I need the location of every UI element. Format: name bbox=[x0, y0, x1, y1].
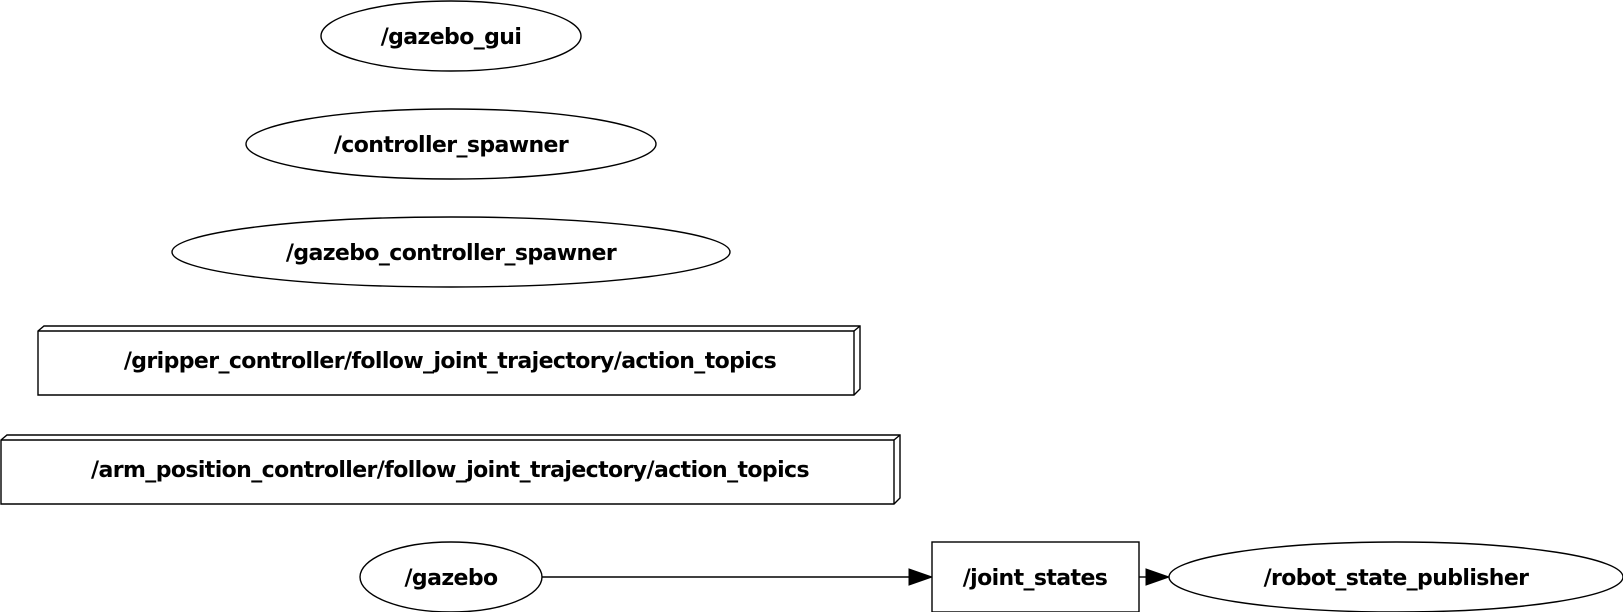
topic-group-gripper-box-corner bbox=[853, 325, 861, 332]
topic-group-gripper-label: /gripper_controller/follow_joint_traject… bbox=[124, 349, 777, 374]
topic-joint-states-shape bbox=[931, 541, 1140, 612]
topic-group-arm-label: /arm_position_controller/follow_joint_tr… bbox=[91, 458, 809, 483]
topic-joint-states[interactable]: /joint_states bbox=[931, 541, 1140, 612]
node-gazebo-controller-spawner-shape bbox=[171, 216, 731, 288]
topic-group-arm-box-3d bbox=[0, 434, 901, 505]
node-gazebo-gui[interactable]: /gazebo_gui bbox=[320, 0, 582, 72]
edge-joint-states-to-robot-state-publisher bbox=[1139, 568, 1171, 586]
topic-group-gripper-box-3d bbox=[37, 325, 861, 396]
node-gazebo-controller-spawner-label: /gazebo_controller_spawner bbox=[286, 241, 617, 266]
node-controller-spawner-shape bbox=[245, 108, 657, 180]
node-robot-state-publisher[interactable]: /robot_state_publisher bbox=[1168, 541, 1623, 612]
node-controller-spawner-label: /controller_spawner bbox=[334, 133, 569, 158]
node-robot-state-publisher-shape bbox=[1168, 541, 1623, 612]
node-gazebo-controller-spawner[interactable]: /gazebo_controller_spawner bbox=[171, 216, 731, 288]
node-gazebo-gui-shape bbox=[320, 0, 582, 72]
edge-joint-states-to-rsp-arrowhead bbox=[1145, 568, 1171, 586]
node-gazebo[interactable]: /gazebo bbox=[359, 541, 543, 612]
node-gazebo-label: /gazebo bbox=[404, 566, 498, 591]
node-gazebo-gui-label: /gazebo_gui bbox=[381, 25, 522, 50]
topic-group-arm-action-topics[interactable]: /arm_position_controller/follow_joint_tr… bbox=[0, 434, 901, 505]
node-robot-state-publisher-label: /robot_state_publisher bbox=[1264, 566, 1530, 591]
topic-group-arm-box-corner bbox=[893, 434, 901, 441]
topic-group-gripper-action-topics[interactable]: /gripper_controller/follow_joint_traject… bbox=[37, 325, 861, 396]
edge-gazebo-to-joint-states-arrowhead bbox=[908, 568, 934, 586]
topic-joint-states-label: /joint_states bbox=[963, 566, 1108, 591]
edge-gazebo-to-joint-states bbox=[542, 568, 934, 586]
node-controller-spawner[interactable]: /controller_spawner bbox=[245, 108, 657, 180]
